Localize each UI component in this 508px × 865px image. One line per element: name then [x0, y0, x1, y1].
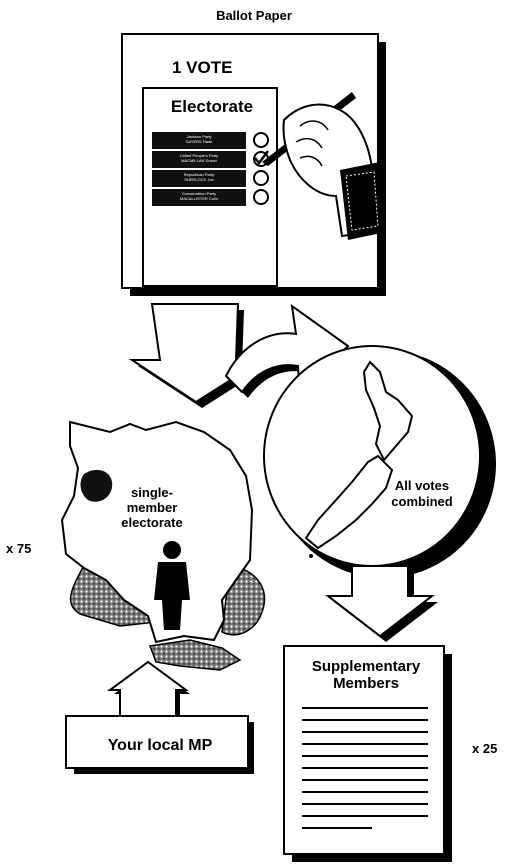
north-island [362, 360, 414, 462]
ballot-paper-title: Ballot Paper [216, 8, 292, 23]
globe [263, 345, 496, 578]
candidate-1: Jackson Party SAYERS Hank [156, 134, 242, 144]
candidate-party: Republican Party [183, 172, 215, 177]
electorate-multiplier: x 75 [6, 541, 32, 556]
arrow-to-supplementary [325, 565, 438, 642]
candidate-name: MACALLISTER Colin [179, 196, 218, 201]
vote-count-label: 1 VOTE [172, 58, 233, 77]
supplementary-document [283, 645, 452, 862]
candidate-name: SHERLOCK Joe [184, 177, 214, 182]
single-member-electorate-label: single- member electorate [121, 485, 183, 530]
hand-with-pen [262, 92, 386, 240]
tick-mark [254, 150, 269, 166]
electorate-heading: Electorate [170, 97, 254, 116]
south-island [304, 454, 394, 550]
candidate-name: MACMILLAN Susan [181, 158, 217, 163]
person-icon [154, 541, 190, 630]
candidate-4: Conservation Party MACALLISTER Colin [156, 191, 242, 201]
electorate-map [60, 420, 266, 671]
candidate-party: United People's Party [179, 153, 219, 158]
candidate-party: Conservation Party [181, 191, 216, 196]
supplementary-members-title: Supplementary Members [311, 658, 421, 692]
candidate-2: United People's Party MACMILLAN Susan [156, 153, 242, 163]
local-mp-label: Your local MP [107, 737, 213, 754]
heart-marker [80, 469, 113, 502]
supplementary-multiplier: x 25 [472, 741, 498, 756]
arrow-up-from-mp [106, 660, 190, 722]
candidate-3: Republican Party SHERLOCK Joe [156, 172, 242, 182]
local-mp-box [65, 715, 254, 774]
candidate-name: SAYERS Hank [185, 139, 213, 144]
all-votes-combined-label: All votes combined [391, 478, 453, 509]
candidate-party: Jackson Party [186, 134, 212, 139]
